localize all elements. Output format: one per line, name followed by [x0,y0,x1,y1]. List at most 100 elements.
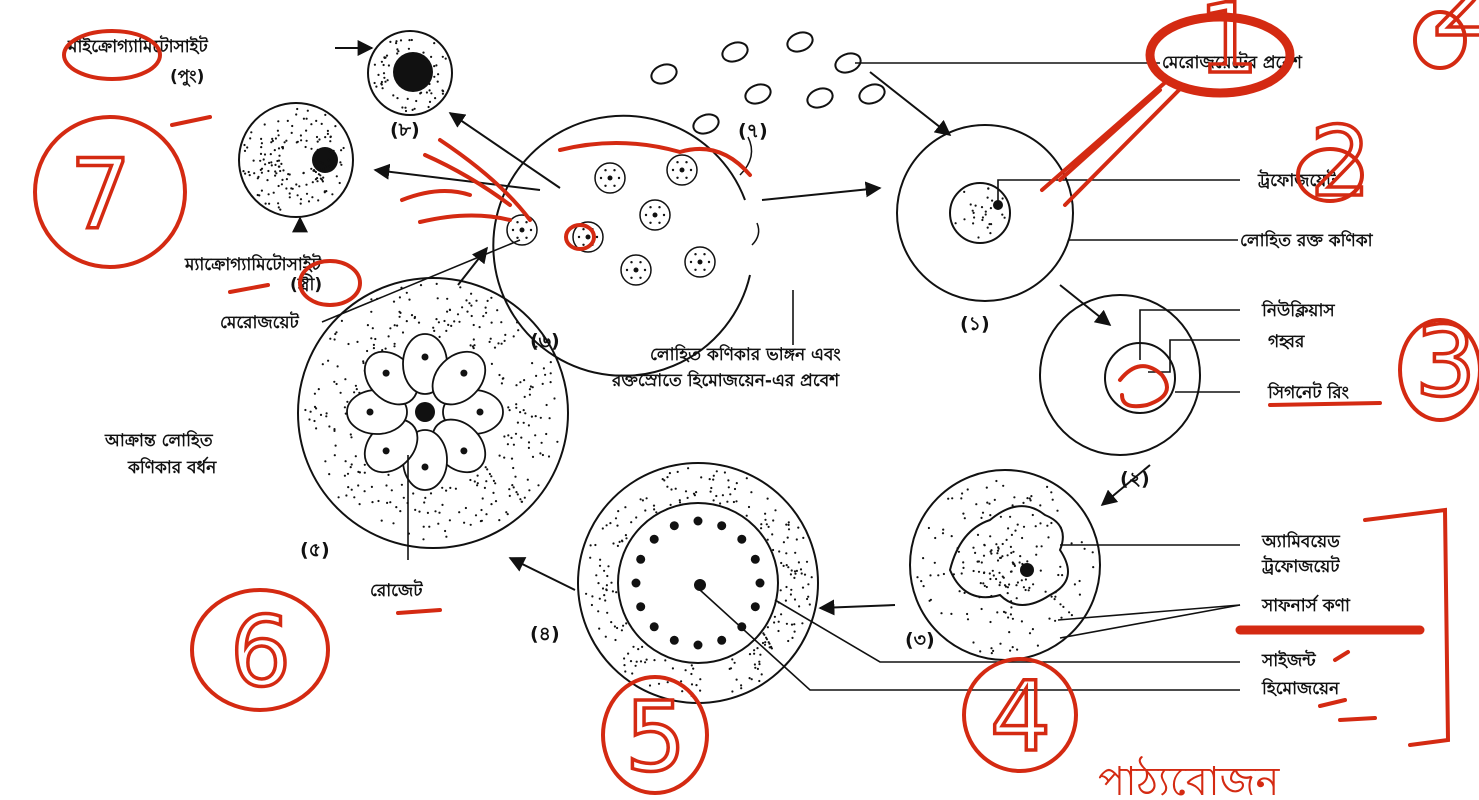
stipple-dot [337,365,339,367]
stipple-dot [785,600,787,602]
merozoite-granule [685,177,687,179]
stipple-dot [767,498,769,500]
stipple-dot [388,64,390,66]
stipple-dot [439,336,441,338]
schuffner-dot [1007,616,1009,618]
schuffner-dot [943,573,945,575]
stipple-dot [261,142,263,144]
stipple-dot [731,690,733,692]
stipple-dot [445,330,447,332]
schuffner-dot [1057,574,1059,576]
stipple-dot [764,519,766,521]
stipple-dot [300,203,302,205]
stipple-dot [508,488,510,490]
schuffner-dot [1051,596,1053,598]
stipple-dot [640,498,642,500]
stipple-dot [734,662,736,664]
label-microgametocyte: মাইক্রোগ্যামিটোসাইট [67,35,209,57]
stipple-dot [274,175,276,177]
stipple-dot [499,455,501,457]
schuffner-dot [1013,563,1015,565]
stipple-dot [270,161,272,163]
stipple-dot [356,388,358,390]
stipple-dot [442,93,444,95]
stipple-dot [407,98,409,100]
stipple-dot [550,361,552,363]
stipple-dot [532,456,534,458]
schuffner-dot [999,643,1001,645]
stipple-dot [287,120,289,122]
stipple-dot [249,137,251,139]
stipple-dot [466,311,468,313]
stipple-dot [367,324,369,326]
stipple-dot [315,120,317,122]
stipple-dot [485,466,487,468]
stipple-dot [300,134,302,136]
stipple-dot [326,412,328,414]
schuffner-dot [1036,545,1038,547]
schuffner-dot [1028,587,1030,589]
merozoite-granule [578,236,580,238]
stipple-dot [736,482,738,484]
schuffner-dot [1023,526,1025,528]
merozoite-granule [596,236,598,238]
stipple-dot [250,131,252,133]
stipple-dot [642,499,644,501]
stipple-dot [760,527,762,529]
stipple-dot [807,596,809,598]
stipple-dot [599,565,601,567]
stipple-dot [273,192,275,194]
stipple-dot [325,415,327,417]
rosette-nucleus [383,447,390,454]
stipple-dot [302,172,304,174]
stipple-dot [267,170,269,172]
schuffner-dot [1081,541,1083,543]
merozoite-granule [516,237,518,239]
stipple-dot [399,316,401,318]
stipple-dot [749,653,751,655]
stipple-dot [490,475,492,477]
schuffner-dot [1052,499,1054,501]
schuffner-dot [966,613,968,615]
schuffner-dot [1030,499,1032,501]
stipple-dot [318,168,320,170]
stipple-dot [310,411,312,413]
merozoite-granule [582,228,584,230]
stipple-dot [539,452,541,454]
stipple-dot [261,168,263,170]
rosette-nucleus [460,447,467,454]
stipple-dot [422,52,424,54]
schizont-nucleus [650,535,659,544]
schuffner-dot [979,650,981,652]
stipple-dot [713,499,715,501]
stipple-dot [277,120,279,122]
label-rupture-2: রক্তস্রোতে হিমোজয়েন-এর প্রবেশ [611,369,840,391]
stipple-dot [802,587,804,589]
schuffner-dot [998,572,1000,574]
stipple-dot [719,502,721,504]
stipple-dot [259,160,261,162]
stipple-dot [329,150,331,152]
stipple-dot [324,114,326,116]
stipple-dot [801,622,803,624]
stipple-dot [277,130,279,132]
schuffner-dot [1032,514,1034,516]
stipple-dot [751,678,753,680]
schuffner-dot [998,548,1000,550]
stipple-dot [350,466,352,468]
stipple-dot [423,501,425,503]
stipple-dot [653,508,655,510]
stipple-dot [489,473,491,475]
stipple-dot [280,163,282,165]
schuffner-dot [922,557,924,559]
stipple-dot [396,97,398,99]
stipple-dot [624,506,626,508]
schuffner-dot [1026,560,1028,562]
schuffner-dot [1055,591,1057,593]
stipple-dot [389,501,391,503]
schuffner-dot [1019,561,1021,563]
stipple-dot [692,668,694,670]
stipple-dot [364,464,366,466]
stipple-dot [794,598,796,600]
stipple-dot [315,427,317,429]
